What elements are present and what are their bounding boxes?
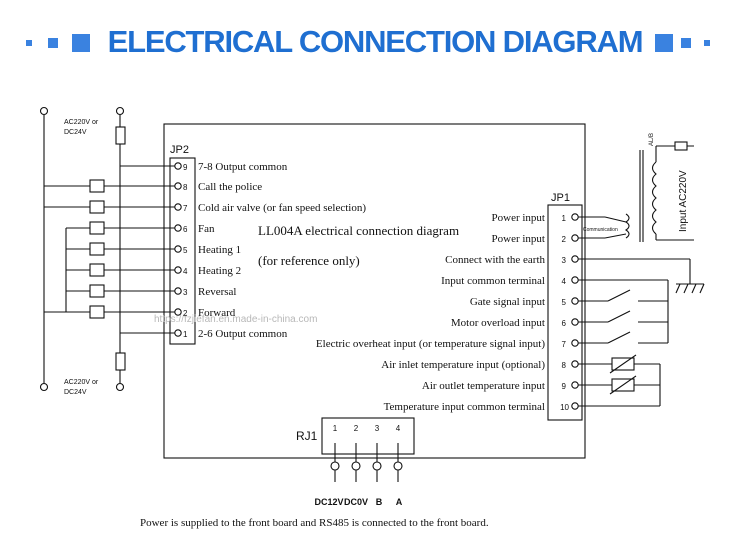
jp2-pin-text: Forward: [198, 307, 236, 319]
rj1-signal: DC0V: [344, 497, 368, 507]
jp2-pin-num: 5: [183, 246, 188, 255]
board-note: (for reference only): [258, 253, 360, 268]
jp2-pin-num: 3: [183, 288, 188, 297]
jp2-block: [169, 157, 196, 345]
jp1-pin-num: 10: [560, 403, 569, 412]
transformer-secondary-label: Communication: [583, 227, 618, 233]
jp2-pin-num: 8: [183, 183, 188, 192]
jp1-label: JP1: [551, 192, 570, 204]
supply-top-label: AC220V or: [64, 119, 99, 126]
jp1-pin-num: 8: [562, 361, 567, 370]
jp2-pin-text: 2-6 Output common: [198, 328, 288, 340]
jp1-pin-text: Air outlet temperature input: [422, 380, 545, 392]
decor-square: [704, 40, 710, 46]
jp2-pin-num: 9: [183, 163, 188, 172]
jp1-pin-text: Power input: [492, 233, 545, 245]
jp1-pin-num: 4: [562, 277, 567, 286]
jp1-pins: Power input 1 Power input 2 Connect with…: [316, 212, 570, 413]
jp1-pin-num: 2: [562, 235, 567, 244]
rj1-signal: B: [376, 497, 383, 507]
jp2-pin-text: Fan: [198, 223, 215, 235]
jp1-pin-text: Motor overload input: [451, 317, 545, 329]
jp1-pin-text: Air inlet temperature input (optional): [381, 359, 545, 371]
jp2-pin-text: Call the police: [198, 181, 262, 193]
decor-square: [26, 40, 32, 46]
rj1-label: RJ1: [296, 429, 318, 443]
decor-square: [655, 34, 673, 52]
board-title: LL004A electrical connection diagram: [258, 223, 459, 238]
decor-square: [48, 38, 58, 48]
jp2-pin-num: 4: [183, 267, 188, 276]
supply-top-label: DC24V: [64, 129, 87, 136]
jp2-pin-num: 6: [183, 225, 188, 234]
rj1-pin-num: 3: [375, 424, 380, 433]
header-banner: ELECTRICAL CONNECTION DIAGRAM: [0, 18, 750, 70]
jp1-pin-num: 9: [562, 382, 567, 391]
jp1-pin-text: Connect with the earth: [445, 254, 545, 266]
rj1-pins: 1 2 3 4 DC12V DC0V B A: [314, 424, 402, 507]
footer-note: Power is supplied to the front board and…: [140, 517, 489, 529]
jp1-pin-text: Temperature input common terminal: [384, 401, 545, 413]
rj1-signal: DC12V: [314, 497, 343, 507]
jp2-pin-num: 2: [183, 309, 188, 318]
jp1-pin-text: Gate signal input: [470, 296, 545, 308]
jp2-pin-num: 7: [183, 204, 188, 213]
decor-square: [681, 38, 691, 48]
jp2-pin-text: 7-8 Output common: [198, 161, 288, 173]
jp1-pin-num: 1: [562, 214, 567, 223]
supply-bottom-label: AC220V or: [64, 379, 99, 386]
rj1-pin-num: 4: [396, 424, 401, 433]
jp2-pins: 9 7-8 Output common 8 Call the police 7 …: [183, 161, 366, 340]
transformer-top-tag: AL/B: [649, 133, 655, 146]
jp1-pin-text: Power input: [492, 212, 545, 224]
jp2-label: JP2: [170, 144, 189, 156]
decor-square: [72, 34, 90, 52]
jp2-pin-num: 1: [183, 330, 188, 339]
jp1-pin-text: Input common terminal: [441, 275, 545, 287]
supply-bottom-label: DC24V: [64, 389, 87, 396]
rj1-signal: A: [396, 497, 403, 507]
page-title: ELECTRICAL CONNECTION DIAGRAM: [107, 24, 644, 59]
jp2-pin-text: Reversal: [198, 286, 236, 298]
jp2-pin-text: Heating 1: [198, 244, 241, 256]
rj1-block: [321, 417, 415, 455]
jp1-pin-num: 6: [562, 319, 567, 328]
rj1-pin-num: 1: [333, 424, 338, 433]
jp1-pin-num: 7: [562, 340, 567, 349]
jp1-pin-num: 5: [562, 298, 567, 307]
jp2-pin-text: Heating 2: [198, 265, 241, 277]
rj1-pin-num: 2: [354, 424, 359, 433]
transformer-primary-label: Input AC220V: [678, 170, 689, 232]
jp2-pin-text: Cold air valve (or fan speed selection): [198, 202, 366, 214]
wiring: [39, 106, 705, 482]
jp1-pin-text: Electric overheat input (or temperature …: [316, 338, 545, 350]
jp1-pin-num: 3: [562, 256, 567, 265]
watermark: https://fzjiefan.en.made-in-china.com: [154, 314, 317, 325]
jp1-block: [547, 204, 583, 421]
